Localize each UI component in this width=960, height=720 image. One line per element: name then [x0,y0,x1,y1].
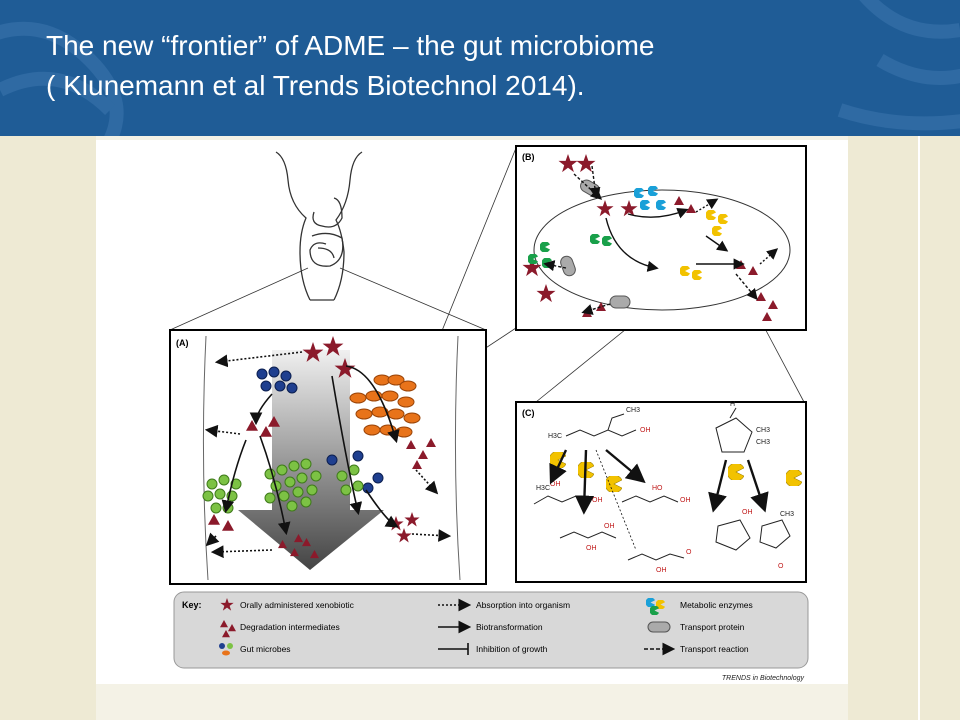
figure-diagram: (A) [169,145,809,682]
svg-text:OH: OH [592,497,603,504]
panel-a: (A) [169,329,487,585]
svg-text:H3C: H3C [548,433,562,440]
key-microbes-icon [219,643,233,656]
svg-text:HO: HO [652,485,663,492]
key-capsule-icon [647,621,671,633]
svg-text:CH3: CH3 [756,427,770,434]
microbe-cluster-orange [349,374,421,438]
svg-text:OH: OH [680,497,691,504]
panel-c-label: (C) [522,408,535,418]
svg-text:OH: OH [586,545,597,552]
panel-a-arrows [204,351,452,559]
right-background-band [848,136,960,720]
header-emblem-watermark [0,0,960,136]
figure-image: (A) [96,140,848,684]
svg-text:H3C: H3C [536,485,550,492]
key-item-absorption: Absorption into organism [476,600,570,610]
key-item-transport-protein: Transport protein [680,622,745,632]
panel-b: (B) [515,145,807,331]
key-item-xenobiotic: Orally administered xenobiotic [240,600,355,610]
figure-credit: TRENDS in Biotechnology [722,675,805,682]
right-divider-line [918,136,920,720]
svg-text:O: O [778,563,784,570]
svg-text:OH: OH [656,567,667,574]
svg-text:CH3: CH3 [626,407,640,414]
key-item-enzymes: Metabolic enzymes [680,600,753,610]
panel-b-arrows [543,165,779,315]
key-item-inhibition: Inhibition of growth [476,644,548,654]
svg-text:H: H [730,401,735,408]
slide-header: The new “frontier” of ADME – the gut mic… [0,0,960,136]
svg-text:CH3: CH3 [780,511,794,518]
slide-title-line-2: ( Klunemann et al Trends Biotechnol 2014… [46,70,585,101]
svg-text:CH3: CH3 [756,439,770,446]
svg-text:O: O [686,549,692,556]
key-item-degradation: Degradation intermediates [240,622,340,632]
svg-text:OH: OH [640,427,651,434]
svg-text:OH: OH [550,481,561,488]
slide-title-line-1: The new “frontier” of ADME – the gut mic… [46,30,655,61]
panel-a-label: (A) [176,338,189,348]
panel-c: (C) CH3 H3C OH H CH3 CH3 H3C OH OH HO OH… [515,401,807,583]
key-item-biotransformation: Biotransformation [476,622,543,632]
key-item-microbes: Gut microbes [240,644,291,654]
svg-text:OH: OH [604,523,615,530]
microbe-cluster-green [202,458,364,514]
key-item-transport-reaction: Transport reaction [680,644,749,654]
panel-b-label: (B) [522,152,535,162]
key-title: Key: [182,600,202,610]
figure-key: Key: Orally administered xenobiotic Degr… [173,591,809,669]
svg-text:OH: OH [742,509,753,516]
key-inhibition-icon [438,643,469,655]
left-background-band [0,136,96,720]
chemical-labels: CH3 H3C OH H CH3 CH3 H3C OH OH HO OH OH … [536,401,794,574]
panel-c-arrows [549,449,769,551]
body-silhouette-icon [275,151,363,301]
